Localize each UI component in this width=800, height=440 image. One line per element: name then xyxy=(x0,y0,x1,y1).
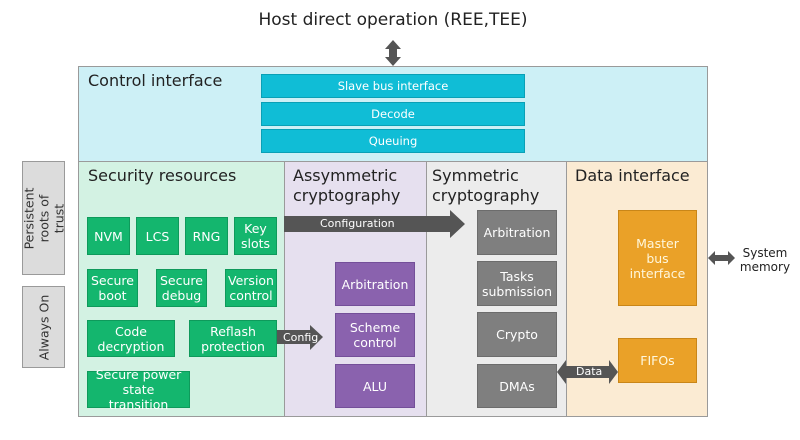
security-resources-title: Security resources xyxy=(88,166,237,185)
data-arrow-label: Data xyxy=(576,365,603,378)
tasks-submission-block: Tasks submission xyxy=(477,261,557,306)
data-interface-title: Data interface xyxy=(575,166,690,185)
system-memory-label: System memory xyxy=(739,246,791,274)
asym-arbitration-block: Arbitration xyxy=(335,262,415,306)
alu-block: ALU xyxy=(335,364,415,408)
crypto-block: Crypto xyxy=(477,312,557,357)
config-arrow-label: Config xyxy=(283,331,319,344)
version-control-block: Version control xyxy=(225,269,277,307)
reflash-protection-block: Reflash protection xyxy=(189,320,277,357)
configuration-arrow xyxy=(284,210,465,238)
persistent-roots-label: Persistent roots of trust xyxy=(21,161,66,275)
symmetric-title: Symmetric cryptography xyxy=(432,166,540,205)
data-double-arrow xyxy=(557,360,618,384)
master-bus-interface-block: Master bus interface xyxy=(618,210,697,306)
secure-boot-block: Secure boot xyxy=(87,269,138,307)
scheme-control-block: Scheme control xyxy=(335,313,415,357)
configuration-arrow-label: Configuration xyxy=(320,217,395,230)
config-arrow xyxy=(277,325,323,350)
decode-block: Decode xyxy=(261,102,525,126)
secure-debug-block: Secure debug xyxy=(156,269,207,307)
host-double-arrow xyxy=(385,40,401,66)
dmas-block: DMAs xyxy=(477,364,557,408)
key-slots-block: Key slots xyxy=(234,217,277,255)
system-memory-arrow xyxy=(708,251,735,265)
rng-block: RNG xyxy=(185,217,228,255)
fifos-block: FIFOs xyxy=(618,338,697,383)
lcs-block: LCS xyxy=(136,217,179,255)
secure-power-block: Secure power state transition xyxy=(87,367,190,412)
code-decryption-block: Code decryption xyxy=(87,320,175,357)
sym-arbitration-block: Arbitration xyxy=(477,210,557,255)
slave-bus-interface-block: Slave bus interface xyxy=(261,74,525,98)
asymmetric-title: Assymmetric cryptography xyxy=(293,166,401,205)
always-on-label: Always On xyxy=(22,286,65,368)
queuing-block: Queuing xyxy=(261,129,525,153)
control-interface-title: Control interface xyxy=(88,71,223,90)
diagram-title: Host direct operation (REE,TEE) xyxy=(258,10,528,30)
nvm-block: NVM xyxy=(87,217,130,255)
